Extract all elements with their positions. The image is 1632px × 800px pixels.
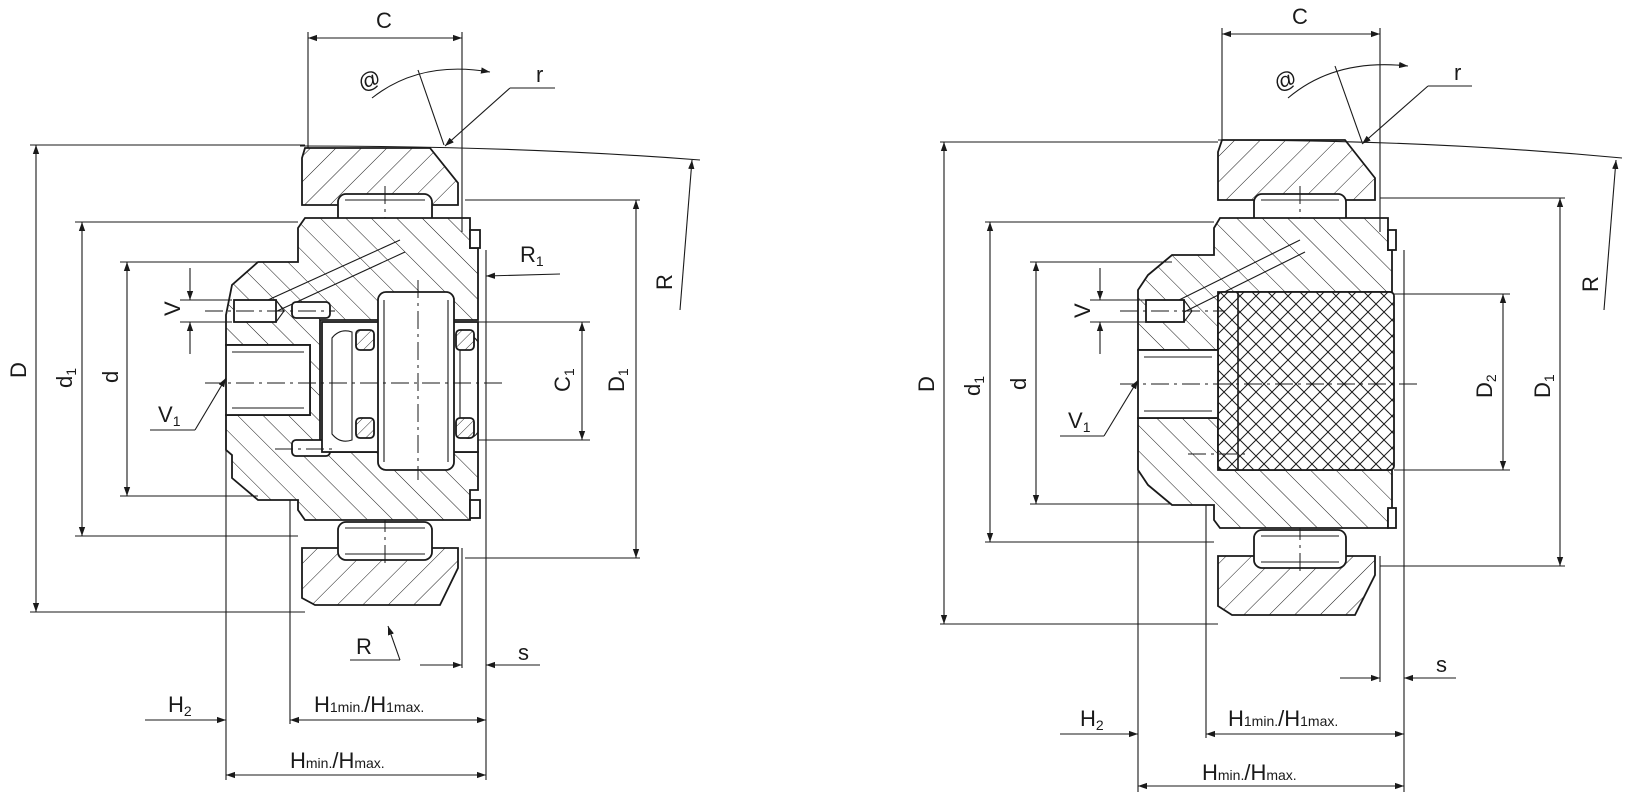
plastic-plug-d2 — [1217, 291, 1395, 471]
label-d-right: d — [1006, 378, 1031, 390]
label-r-arc-right: R — [1578, 276, 1603, 292]
label-d1-right: d1 — [960, 376, 987, 396]
label-h1: H1min./H1max. — [314, 692, 424, 717]
label-c: C — [376, 8, 392, 33]
label-v: V — [160, 301, 185, 316]
label-h2: H2 — [168, 692, 192, 719]
label-d1: d1 — [52, 368, 79, 388]
label-r-small: r — [536, 62, 543, 87]
left-labels: C r @ D d1 d V V1 C1 D1 R1 R R s H2 H1mi… — [6, 8, 677, 773]
label-s: s — [518, 640, 529, 665]
label-c1: C1 — [550, 368, 577, 392]
left-dimension-lines — [32, 34, 701, 779]
outer-ring-right — [1217, 139, 1376, 616]
label-d2-right: D2 — [1472, 374, 1499, 398]
thread-bore-v1 — [225, 344, 311, 416]
left-cam-follower-view: C r @ D d1 d V V1 C1 D1 R1 R R s H2 H1mi… — [6, 8, 701, 780]
angle-symbol: @ — [354, 65, 384, 96]
lube-hole-v — [233, 299, 331, 457]
label-h: Hmin./Hmax. — [290, 748, 385, 773]
label-v1: V1 — [158, 402, 181, 429]
label-h2-right: H2 — [1080, 706, 1104, 733]
needle-roller-lower-right — [1253, 522, 1347, 576]
right-cam-follower-view: C r @ D d1 d V V1 D2 D1 R s H2 H1min./H1… — [914, 4, 1623, 792]
label-d: d — [98, 371, 123, 383]
label-d-outer-right: D — [914, 376, 939, 392]
center-pin-assembly — [321, 229, 481, 519]
right-dimension-lines — [940, 30, 1623, 790]
label-h-right: Hmin./Hmax. — [1202, 760, 1297, 785]
label-r-small-right: r — [1454, 60, 1461, 85]
label-r-arc: R — [652, 274, 677, 290]
label-h1-right: H1min./H1max. — [1228, 706, 1338, 731]
label-r1: R1 — [520, 242, 544, 269]
inner-ring-stud-right — [1137, 217, 1393, 529]
label-v-right: V — [1070, 303, 1095, 318]
label-s-right: s — [1436, 652, 1447, 677]
label-r-corner: R — [356, 634, 372, 659]
needle-roller-lower — [337, 514, 433, 568]
label-d1-upper-right: D1 — [1530, 374, 1557, 398]
label-v1-right: V1 — [1068, 408, 1091, 435]
label-d-outer: D — [6, 362, 31, 378]
label-d1-upper: D1 — [604, 368, 631, 392]
right-extension-lines — [940, 28, 1565, 792]
outer-ring — [301, 147, 459, 606]
angle-symbol-right: @ — [1270, 65, 1300, 96]
label-c-right: C — [1292, 4, 1308, 29]
right-labels: C r @ D d1 d V V1 D2 D1 R s H2 H1min./H1… — [914, 4, 1603, 785]
